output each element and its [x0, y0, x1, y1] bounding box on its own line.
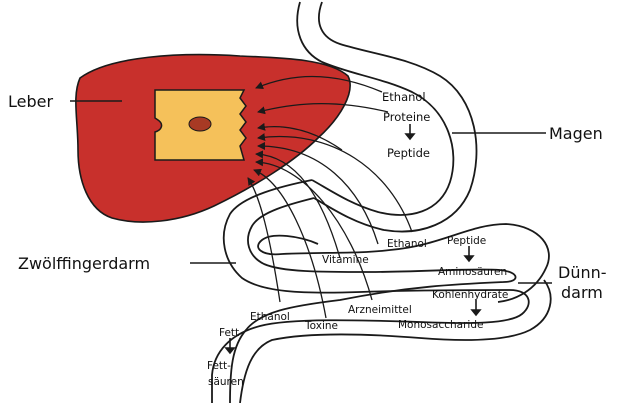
intestine-peptide: Peptide: [447, 235, 486, 247]
stomach-peptide: Peptide: [387, 146, 430, 160]
label-duenndarm-line2: darm: [561, 283, 603, 302]
intestine-fettsaeuren-line1: Fett-: [207, 360, 231, 372]
label-magen: Magen: [549, 124, 603, 143]
intestine-monosaccharide: Monosaccharide: [398, 319, 483, 331]
intestine-arzneimittel: Arzneimittel: [348, 304, 412, 316]
intestine-ethanol: Ethanol: [387, 238, 427, 250]
cell-nucleus: [189, 117, 211, 131]
intestine-fett: Fett: [219, 327, 239, 339]
label-leber: Leber: [8, 92, 53, 111]
intestine-kohlenhydrate: Kohlenhydrate: [432, 289, 508, 301]
intestine-toxine: Toxine: [304, 320, 338, 332]
intestine-ethanol-2: Ethanol: [250, 311, 290, 323]
stomach-ethanol: Ethanol: [382, 90, 426, 104]
intestine-vitamine: Vitamine: [322, 254, 369, 266]
stomach-proteine: Proteine: [383, 110, 430, 124]
intestine-fettsaeuren-line2: säuren: [208, 376, 244, 388]
label-zwoelffingerdarm: Zwölffingerdarm: [18, 254, 150, 273]
liver-cell: [155, 90, 246, 160]
label-duenndarm-line1: Dünn-: [558, 263, 607, 282]
intestine-aminosaeuren: Aminosäuren: [438, 266, 507, 278]
